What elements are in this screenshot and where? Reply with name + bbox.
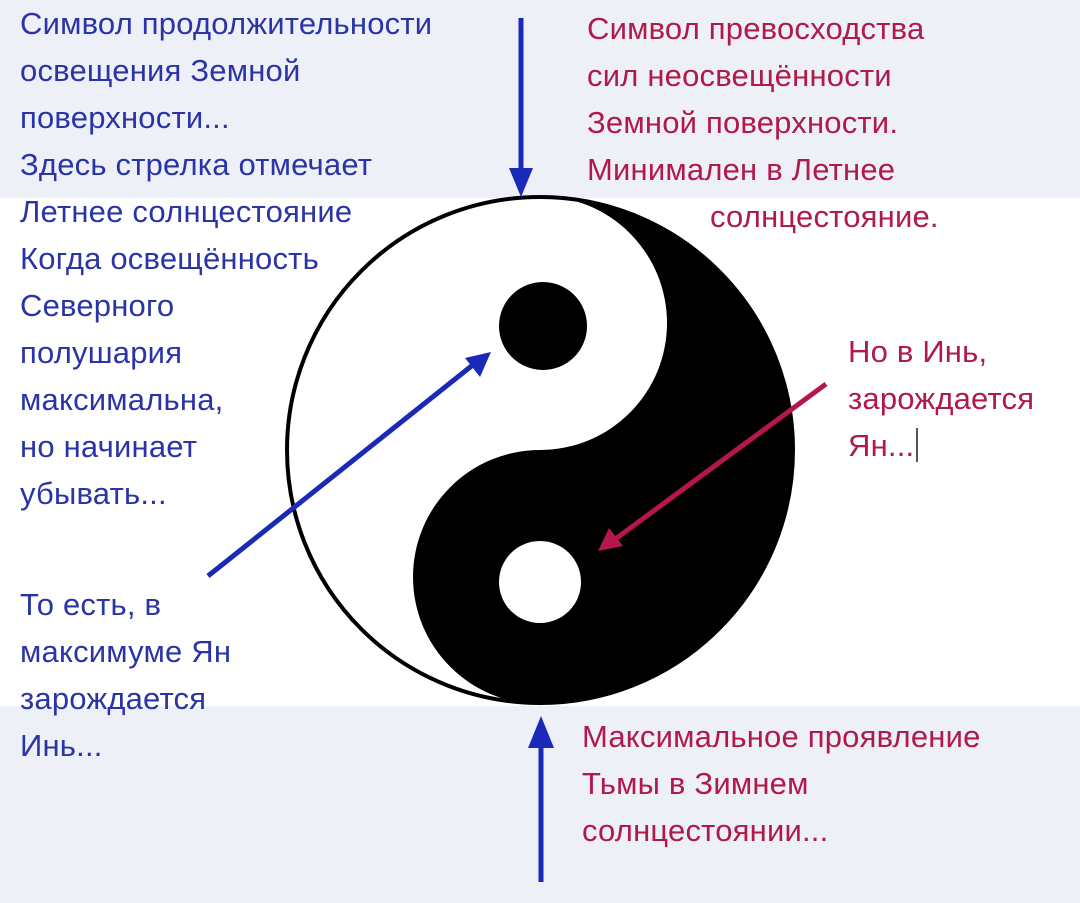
note-line: То есть, в (20, 587, 162, 622)
bottom-left-note: То есть, в максимуме Ян зарождается Инь.… (20, 581, 231, 769)
note-line: Но в Инь, (848, 334, 988, 369)
note-line: Инь... (20, 728, 103, 763)
right-note: Но в Инь, зарождается Ян... (848, 328, 1034, 469)
note-line: освещения Земной (20, 53, 301, 88)
text-cursor (916, 428, 919, 462)
note-line: Ян... (848, 428, 915, 463)
top-left-note: Символ продолжительности освещения Земно… (20, 0, 432, 517)
note-line: но начинает (20, 429, 198, 464)
note-line: Северного (20, 288, 175, 323)
note-line: максимальна, (20, 382, 224, 417)
note-line: Максимальное проявление (582, 719, 981, 754)
note-line: убывать... (20, 476, 167, 511)
note-line: Когда освещённость (20, 241, 319, 276)
yin-dot (499, 282, 587, 370)
note-line: Символ превосходства (587, 11, 925, 46)
note-line: Земной поверхности. (587, 105, 899, 140)
winter-solstice-arrow (528, 716, 554, 882)
yin-yang-icon (285, 195, 795, 705)
note-line: солнцестояние. (710, 199, 939, 234)
note-line: поверхности... (20, 100, 230, 135)
note-line-with-cursor: Ян... (848, 422, 1034, 469)
top-right-note: Символ превосходства сил неосвещённости … (587, 5, 939, 240)
note-line: максимуме Ян (20, 634, 232, 669)
note-line: Здесь стрелка отмечает (20, 147, 373, 182)
note-line: Символ продолжительности (20, 6, 433, 41)
yin-in-yang-arrow (206, 352, 491, 578)
note-line: Летнее солнцестояние (20, 194, 353, 229)
yang-dot (499, 541, 581, 623)
summer-solstice-arrow (509, 18, 533, 197)
note-line: солнцестоянии... (582, 813, 829, 848)
note-line: зарождается (20, 681, 207, 716)
yang-in-yin-arrow (598, 381, 828, 551)
note-line: Тьмы в Зимнем (582, 766, 809, 801)
bottom-right-note: Максимальное проявление Тьмы в Зимнем со… (582, 713, 981, 854)
note-line: сил неосвещённости (587, 58, 892, 93)
note-line: полушария (20, 335, 183, 370)
note-line: зарождается (848, 381, 1035, 416)
note-line: Минимален в Летнее (587, 152, 896, 187)
